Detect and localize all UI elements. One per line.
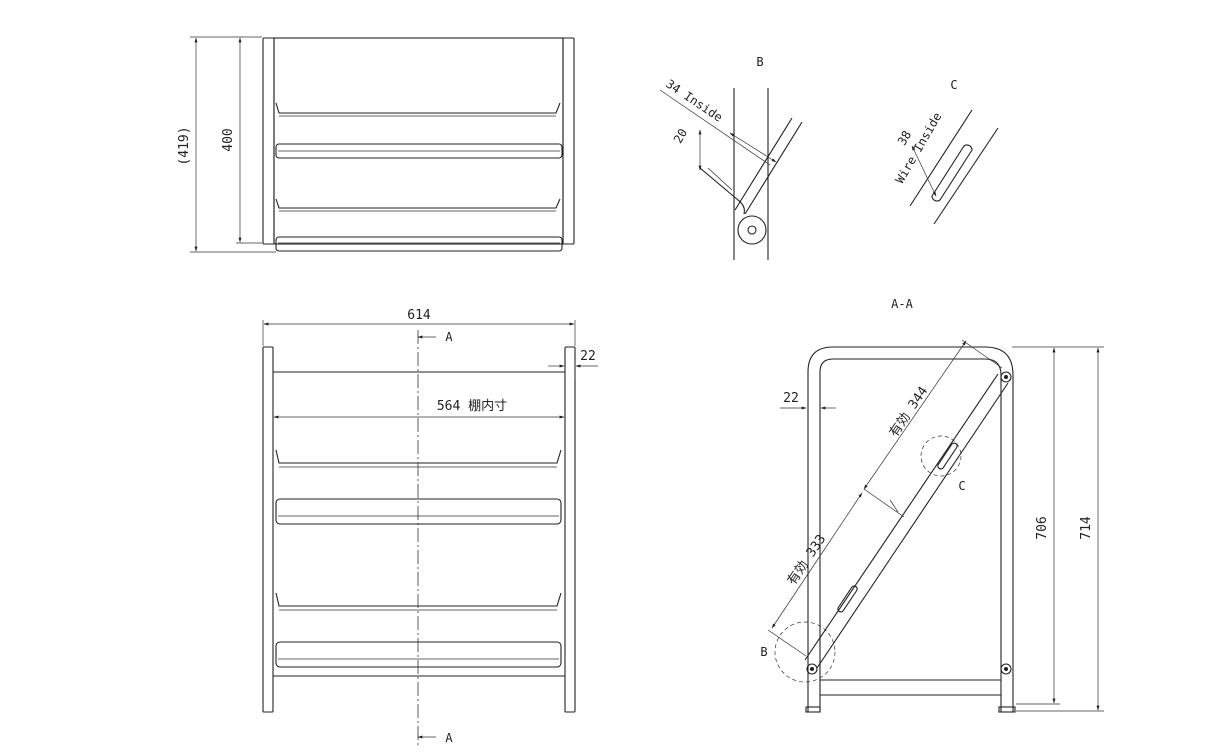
section-mark-top: A [445, 330, 453, 344]
detail-b-title: B [756, 55, 763, 69]
dim-width: 614 [407, 308, 431, 323]
detail-b-lip [699, 167, 745, 215]
dim-height: 400 [221, 128, 236, 151]
top-bottom-tray [275, 641, 562, 668]
dim-height-2: 714 [1079, 516, 1094, 540]
front-back-panel [273, 37, 564, 245]
front-bottom-tray [275, 236, 563, 252]
top-right-post [564, 346, 576, 713]
front-shelf-2 [275, 198, 561, 209]
detail-b: B 34 Inside 20 [659, 55, 803, 260]
top-shelf-2 [275, 592, 562, 607]
top-shelf-1 [275, 449, 562, 464]
detail-b-dim-lip: 20 [671, 126, 690, 146]
dim-lower-effective: 有効 333 [785, 532, 829, 588]
dim-line-333 [771, 492, 863, 629]
detail-c-title: C [950, 78, 957, 92]
section-dim-offset: 22 [783, 391, 799, 406]
front-shelf-1 [275, 102, 561, 114]
front-view: (419) 400 [177, 36, 575, 253]
detail-circle-b [774, 621, 836, 683]
detail-c-wire [931, 144, 973, 202]
dim-upper-effective: 有効 344 [887, 384, 932, 440]
top-view: A A 614 22 564 棚内寸 [262, 308, 598, 745]
front-right-post [562, 37, 575, 245]
section-title: A-A [891, 297, 913, 311]
front-panel-band [275, 143, 563, 159]
dim-overall-height: (419) [177, 126, 192, 165]
detail-c: C 38 Wire Inside [893, 78, 999, 225]
detail-b-pivot [737, 215, 767, 245]
top-left-post [262, 346, 274, 713]
dim-offset: 22 [580, 349, 596, 364]
label-c: C [958, 479, 965, 493]
detail-circle-c [920, 435, 962, 477]
section-mark-bottom: A [445, 731, 453, 745]
dim-line-38 [911, 145, 937, 197]
dim-inner: 564 棚内寸 [437, 398, 507, 414]
detail-b-dim-inside: 34 Inside [663, 77, 725, 125]
top-panel [275, 498, 562, 525]
dim-line-344 [863, 340, 967, 490]
detail-c-dim-label: Wire Inside [893, 110, 945, 186]
label-b: B [760, 645, 767, 659]
section-view: A-A C B 22 有効 344 [760, 297, 1104, 713]
front-left-post [262, 37, 275, 245]
dim-height-1: 706 [1035, 516, 1050, 539]
detail-c-dim-value: 38 [895, 128, 914, 148]
